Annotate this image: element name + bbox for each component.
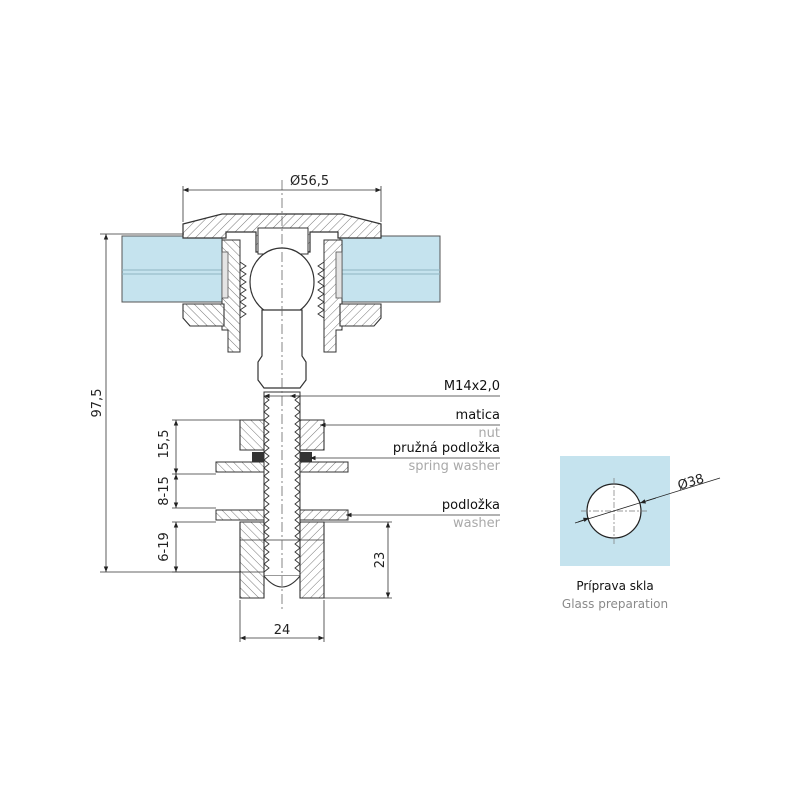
nut-label-en: nut bbox=[478, 426, 500, 441]
leader-thread: M14x2,0 bbox=[264, 379, 500, 399]
glass-preparation-title-cs: Príprava skla bbox=[576, 579, 653, 593]
glass-panel-left bbox=[121, 235, 223, 303]
dim-sleeve-width: 24 bbox=[239, 600, 325, 642]
dim-washer-range-label: 8-15 bbox=[157, 476, 172, 506]
dim-nut-height-label: 15,5 bbox=[157, 430, 172, 459]
glass-panel-right bbox=[339, 235, 441, 303]
thread-label: M14x2,0 bbox=[444, 379, 500, 394]
spring-washer-label-en: spring washer bbox=[408, 459, 500, 474]
leader-spring-washer: pružná podložka spring washer bbox=[310, 441, 501, 474]
glass-hole-diameter-label: Ø38 bbox=[676, 472, 706, 494]
dim-sleeve-height: 23 bbox=[324, 521, 392, 599]
dim-outer-diameter-label: Ø56,5 bbox=[290, 174, 329, 189]
washer-label-en: washer bbox=[453, 516, 501, 531]
clamp-plate bbox=[182, 251, 382, 327]
glass-preparation-detail: Ø38 Príprava skla Glass preparation bbox=[560, 456, 721, 611]
dim-sleeve-width-label: 24 bbox=[274, 623, 291, 638]
leader-nut: matica nut bbox=[320, 408, 500, 441]
glass-preparation-title-en: Glass preparation bbox=[562, 597, 668, 611]
spring-washer bbox=[215, 452, 349, 473]
leader-washer: podložka washer bbox=[346, 498, 501, 531]
dim-left-stack: 15,5 8-15 6-19 bbox=[157, 419, 240, 573]
nut bbox=[239, 419, 325, 451]
spring-washer-label-cs: pružná podložka bbox=[393, 441, 500, 456]
dim-glass-range-label: 6-19 bbox=[157, 532, 172, 562]
dim-sleeve-height-label: 23 bbox=[373, 552, 388, 569]
dim-outer-diameter: Ø56,5 bbox=[182, 174, 382, 222]
washer-label-cs: podložka bbox=[442, 498, 500, 513]
dim-total-height-label: 97,5 bbox=[90, 389, 105, 418]
nut-label-cs: matica bbox=[456, 408, 500, 423]
bottom-sleeve bbox=[239, 521, 325, 599]
